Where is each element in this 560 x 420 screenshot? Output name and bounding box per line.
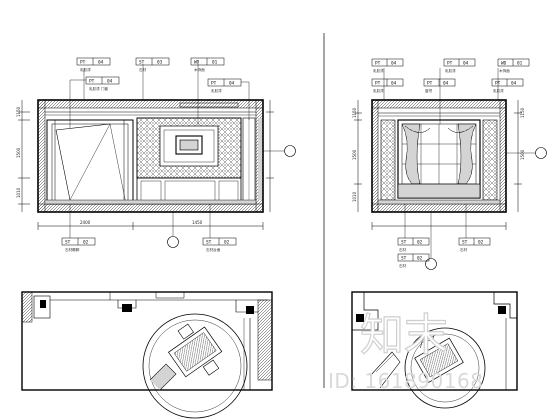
svg-text:04: 04 <box>391 81 397 87</box>
left-dim-3: 1010 <box>16 187 21 198</box>
left-plan-table <box>168 326 223 378</box>
svg-text:01: 01 <box>517 61 523 67</box>
svg-text:乳胶漆: 乳胶漆 <box>493 88 504 93</box>
left-dim-2: 1500 <box>16 147 21 158</box>
svg-text:04: 04 <box>98 60 104 66</box>
svg-text:PT: PT <box>447 61 453 67</box>
right-dim-1: 1150 <box>352 107 357 118</box>
svg-text:WD: WD <box>501 61 507 67</box>
svg-text:石材: 石材 <box>460 247 468 252</box>
svg-text:02: 02 <box>417 240 423 246</box>
svg-text:乳胶漆: 乳胶漆 <box>80 67 91 72</box>
left-tag-pt04-right: PT 04 乳胶漆 <box>207 78 250 120</box>
svg-text:PT: PT <box>495 81 501 87</box>
svg-text:石材踢脚: 石材踢脚 <box>65 247 80 252</box>
left-dim-1: 1150 <box>16 106 21 117</box>
svg-text:乳胶漆: 乳胶漆 <box>373 68 384 73</box>
right-curtain-right <box>457 123 477 185</box>
left-tag-pt04-door: PT 04 乳胶漆 门套 <box>69 76 120 128</box>
svg-text:乳胶漆: 乳胶漆 <box>211 88 222 93</box>
left-tag-st02-a: ST 02 石材踢脚 <box>61 237 96 252</box>
left-elevation: 1150 1500 1010 2400 1450 PT 04 乳胶漆 <box>16 57 296 252</box>
right-tag-st02-a: ST 02 石材 <box>397 237 430 252</box>
right-tag-pt04-left: PT 04 乳胶漆 <box>371 78 404 93</box>
svg-text:ST: ST <box>206 240 212 246</box>
svg-text:02: 02 <box>224 240 230 246</box>
svg-text:乳胶漆: 乳胶漆 <box>373 88 384 93</box>
left-tag-pt04-a: PT 04 乳胶漆 <box>76 57 111 72</box>
right-dim-2: 1500 <box>352 149 357 160</box>
svg-text:04: 04 <box>443 81 449 87</box>
left-dim-bottom-2: 1450 <box>192 220 203 225</box>
right-dim-r1: 1150 <box>520 107 525 118</box>
right-tag-pt04-right: PT 04 乳胶漆 <box>491 78 524 93</box>
left-dim-bottom-1: 2400 <box>80 220 91 225</box>
svg-text:PT: PT <box>80 60 86 66</box>
svg-text:石材: 石材 <box>139 67 147 72</box>
left-tag-st02-b: ST 02 石材台面 <box>202 237 237 252</box>
right-tag-pt04-b: PT 04 乳胶漆 <box>443 58 476 73</box>
svg-text:04: 04 <box>229 81 235 87</box>
left-plan-round-rug <box>142 313 248 419</box>
svg-text:04: 04 <box>511 81 517 87</box>
svg-text:02: 02 <box>417 256 423 262</box>
svg-text:PT: PT <box>375 81 381 87</box>
left-wall-side <box>37 99 46 213</box>
left-axis-bubble-right <box>284 145 296 157</box>
svg-text:PT: PT <box>89 79 95 85</box>
svg-text:ST: ST <box>65 240 71 246</box>
left-floor-slab <box>37 203 264 213</box>
svg-text:木饰面: 木饰面 <box>194 67 205 72</box>
left-axis-bubble-bottom <box>167 236 179 248</box>
svg-text:PT: PT <box>211 81 217 87</box>
svg-text:石材: 石材 <box>399 263 407 268</box>
right-dim-3: 1010 <box>352 191 357 202</box>
watermark-id: ID: 161890168 <box>328 369 483 393</box>
left-plan <box>21 291 273 419</box>
svg-text:乳胶漆: 乳胶漆 <box>445 68 456 73</box>
svg-text:04: 04 <box>463 61 469 67</box>
watermark: 知末 ID: 161890168 <box>328 309 483 393</box>
right-curtain-left <box>401 123 421 185</box>
svg-text:02: 02 <box>478 240 484 246</box>
svg-text:ST: ST <box>401 240 407 246</box>
right-plan <box>351 291 518 409</box>
right-tag-pt04-a: PT 04 乳胶漆 <box>371 58 404 73</box>
svg-text:石材: 石材 <box>399 247 407 252</box>
right-plan-border <box>351 291 518 391</box>
svg-text:02: 02 <box>83 240 89 246</box>
right-plan-round-rug <box>404 327 486 409</box>
right-elevation: 1150 1500 1010 1150 1500 PT 04 乳胶漆 PT 0 <box>352 58 547 270</box>
svg-text:乳胶漆 门套: 乳胶漆 门套 <box>89 86 109 91</box>
svg-text:石材台面: 石材台面 <box>206 247 221 252</box>
svg-text:04: 04 <box>391 61 397 67</box>
svg-text:03: 03 <box>157 60 163 66</box>
right-tag-wd01: WD 01 木饰面 <box>497 58 530 73</box>
svg-text:木饰面: 木饰面 <box>499 68 510 73</box>
right-tag-pt04-mid: PT 04 窗帘 <box>423 78 456 93</box>
svg-text:PT: PT <box>427 81 433 87</box>
right-tag-st02-c: ST 02 石材 <box>397 253 430 268</box>
right-axis-bubble-right <box>535 147 547 159</box>
left-tag-wd01: WD 01 木饰面 <box>190 57 225 72</box>
svg-text:ST: ST <box>401 256 407 262</box>
svg-text:PT: PT <box>375 61 381 67</box>
svg-text:04: 04 <box>107 79 113 85</box>
left-plan-border <box>21 291 273 391</box>
watermark-brand: 知末 <box>360 310 448 361</box>
svg-text:01: 01 <box>212 60 218 66</box>
svg-text:ST: ST <box>462 240 468 246</box>
left-tag-st03: ST 03 石材 <box>135 57 170 72</box>
right-plan-table <box>414 337 464 383</box>
svg-text:ST: ST <box>139 60 145 66</box>
right-window-seat <box>397 183 481 199</box>
right-tag-st02-b: ST 02 石材 <box>458 237 491 252</box>
svg-text:窗帘: 窗帘 <box>425 88 433 93</box>
right-dim-r2: 1500 <box>520 149 525 160</box>
svg-text:WD: WD <box>194 60 200 66</box>
right-axis-bubble-bottom <box>425 258 437 270</box>
